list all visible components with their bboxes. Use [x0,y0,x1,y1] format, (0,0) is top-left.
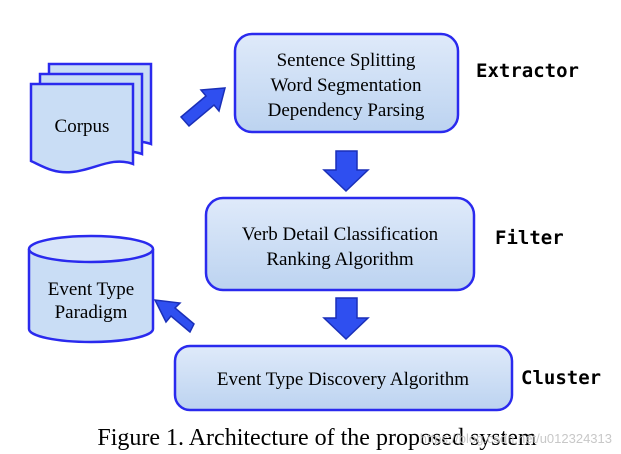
arrow-corpus-to-extractor [179,87,226,128]
arrow-extractor-to-filter [322,150,370,193]
watermark-text: https://blog.csdn.net/u012324313 [420,431,612,446]
filter-line-2: Ranking Algorithm [266,249,413,270]
extractor-stage-label: Extractor [476,60,579,82]
extractor-line-3: Dependency Parsing [268,100,425,121]
cluster-stage-label: Cluster [521,367,601,389]
filter-stage-label: Filter [495,227,564,249]
cluster-box: Event Type Discovery Algorithm [173,344,514,412]
corpus-label: Corpus [55,116,110,137]
paradigm-line-2: Paradigm [55,302,128,323]
extractor-line-1: Sentence Splitting [277,50,416,71]
filter-box: Verb Detail Classification Ranking Algor… [204,196,476,292]
extractor-line-2: Word Segmentation [271,75,422,96]
arrow-cluster-to-paradigm [153,299,195,334]
cluster-line-1: Event Type Discovery Algorithm [217,369,469,390]
paradigm-cylinder: Event Type Paradigm [27,234,155,344]
figure-caption: Figure 1. Architecture of the proposed s… [97,425,537,451]
arrow-filter-to-cluster [322,297,370,341]
extractor-box: Sentence Splitting Word Segmentation Dep… [233,32,460,134]
corpus-document-stack: Corpus [29,62,153,174]
filter-line-1: Verb Detail Classification [242,224,439,245]
paradigm-line-1: Event Type [48,279,134,300]
